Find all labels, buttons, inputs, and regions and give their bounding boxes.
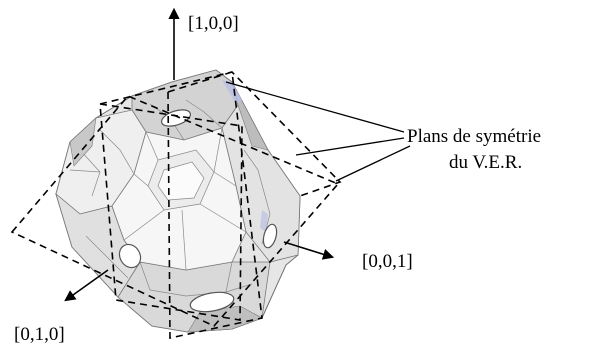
plane-vertical-left xyxy=(167,70,263,339)
blue-tint-patch-2 xyxy=(260,210,268,232)
axis-z-arrow xyxy=(283,241,335,260)
plane-tilted-left xyxy=(99,103,243,321)
shade-left xyxy=(69,117,97,167)
shade-bottom xyxy=(187,305,263,333)
leader-line-3 xyxy=(335,145,411,182)
hole-right xyxy=(262,223,278,249)
planes-label-line1: Plans de symétrie xyxy=(407,126,541,147)
blue-tint-patch xyxy=(222,80,242,104)
planes-label-line2: du V.E.R. xyxy=(449,152,522,173)
symmetry-planes xyxy=(10,70,342,339)
plane-leader-lines xyxy=(225,81,411,182)
axis-y-label: [0,1,0] xyxy=(14,324,65,345)
hole-front-left xyxy=(118,243,142,269)
rve-cell-solid xyxy=(55,69,301,333)
leader-line-2 xyxy=(295,137,405,156)
axis-z-label: [0,0,1] xyxy=(362,251,413,272)
axis-arrows xyxy=(64,7,335,302)
axis-x-label: [1,0,0] xyxy=(188,13,239,34)
leader-line-1 xyxy=(225,81,405,133)
axis-y-arrow xyxy=(64,269,109,302)
hole-bottom xyxy=(189,291,235,313)
